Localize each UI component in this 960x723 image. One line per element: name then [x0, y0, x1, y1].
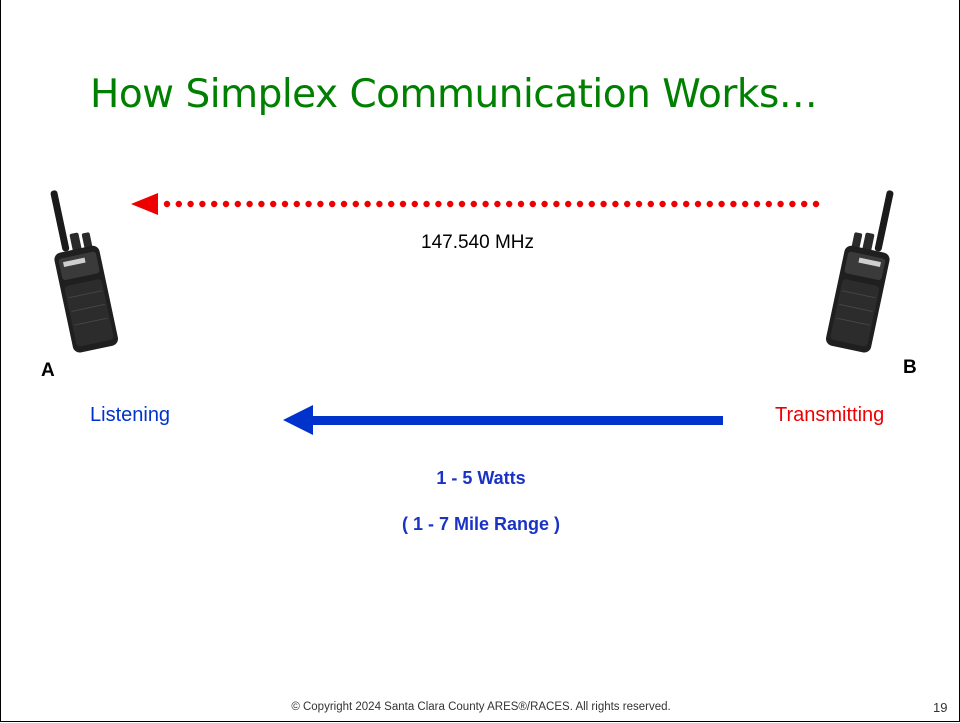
- signal-dot: [470, 200, 477, 208]
- signal-dot: [765, 200, 772, 208]
- radio-a-label: A: [41, 360, 55, 381]
- signal-dot: [163, 200, 171, 208]
- signal-dot: [388, 200, 395, 208]
- signal-dot: [364, 200, 371, 208]
- signal-dot: [671, 200, 678, 208]
- signal-dot: [199, 200, 206, 208]
- signal-dot: [659, 200, 666, 208]
- signal-dot: [541, 200, 548, 208]
- transmit-arrow-shaft: [309, 416, 723, 425]
- signal-dot: [612, 200, 619, 208]
- handheld-radio-icon: [825, 190, 894, 353]
- signal-dot: [411, 200, 418, 208]
- signal-dot: [482, 200, 489, 208]
- signal-dot: [789, 200, 796, 208]
- signal-dot: [683, 200, 690, 208]
- power-label: 1 - 5 Watts: [436, 468, 526, 488]
- signal-dot: [423, 200, 430, 208]
- signal-dot: [529, 200, 536, 208]
- signal-arrowhead: [131, 193, 158, 215]
- signal-dot: [281, 200, 289, 208]
- signal-dot: [753, 200, 761, 208]
- signal-dot: [506, 200, 513, 208]
- listening-label: Listening: [90, 404, 171, 426]
- slide-title: How Simplex Communication Works…: [90, 72, 818, 117]
- signal-dot: [234, 200, 241, 208]
- signal-dot: [458, 200, 466, 208]
- signal-dot: [742, 200, 749, 208]
- signal-dot: [517, 200, 525, 208]
- radio-b-label: B: [903, 357, 917, 378]
- signal-dot: [376, 200, 383, 208]
- page-number: 19: [933, 700, 948, 715]
- signal-dot: [777, 200, 784, 208]
- signal-dot: [305, 200, 312, 208]
- signal-dot: [635, 200, 643, 208]
- signal-dot: [340, 200, 348, 208]
- handheld-radio-icon: [50, 190, 119, 353]
- signal-dot: [647, 200, 654, 208]
- range-label: ( 1 - 7 Mile Range ): [401, 514, 561, 534]
- signal-dot: [270, 200, 277, 208]
- signal-dot: [175, 200, 182, 208]
- signal-dot: [329, 200, 336, 208]
- copyright-footer: © Copyright 2024 Santa Clara County ARES…: [291, 701, 671, 713]
- signal-dot: [730, 200, 737, 208]
- signal-dot: [258, 200, 265, 208]
- signal-dot: [600, 200, 607, 208]
- transmitting-label: Transmitting: [775, 404, 885, 426]
- signal-dot: [718, 200, 725, 208]
- signal-dot: [211, 200, 218, 208]
- signal-dot: [246, 200, 253, 208]
- signal-dot: [187, 200, 194, 208]
- transmit-arrowhead: [283, 405, 313, 435]
- signal-dot: [293, 200, 300, 208]
- signal-dot: [812, 200, 820, 208]
- signal-dot: [588, 200, 595, 208]
- signal-dot: [222, 200, 230, 208]
- signal-dot: [565, 200, 572, 208]
- signal-dot: [801, 200, 808, 208]
- signal-dot: [553, 200, 560, 208]
- signal-dot: [694, 200, 702, 208]
- signal-dot: [706, 200, 713, 208]
- signal-dot: [447, 200, 454, 208]
- signal-dot: [317, 200, 324, 208]
- signal-dot: [435, 200, 442, 208]
- frequency-label: 147.540 MHz: [421, 232, 535, 253]
- signal-dot: [624, 200, 631, 208]
- signal-dot: [494, 200, 501, 208]
- signal-dot: [576, 200, 584, 208]
- signal-dot: [399, 200, 407, 208]
- signal-dots: [163, 200, 820, 208]
- signal-dot: [352, 200, 359, 208]
